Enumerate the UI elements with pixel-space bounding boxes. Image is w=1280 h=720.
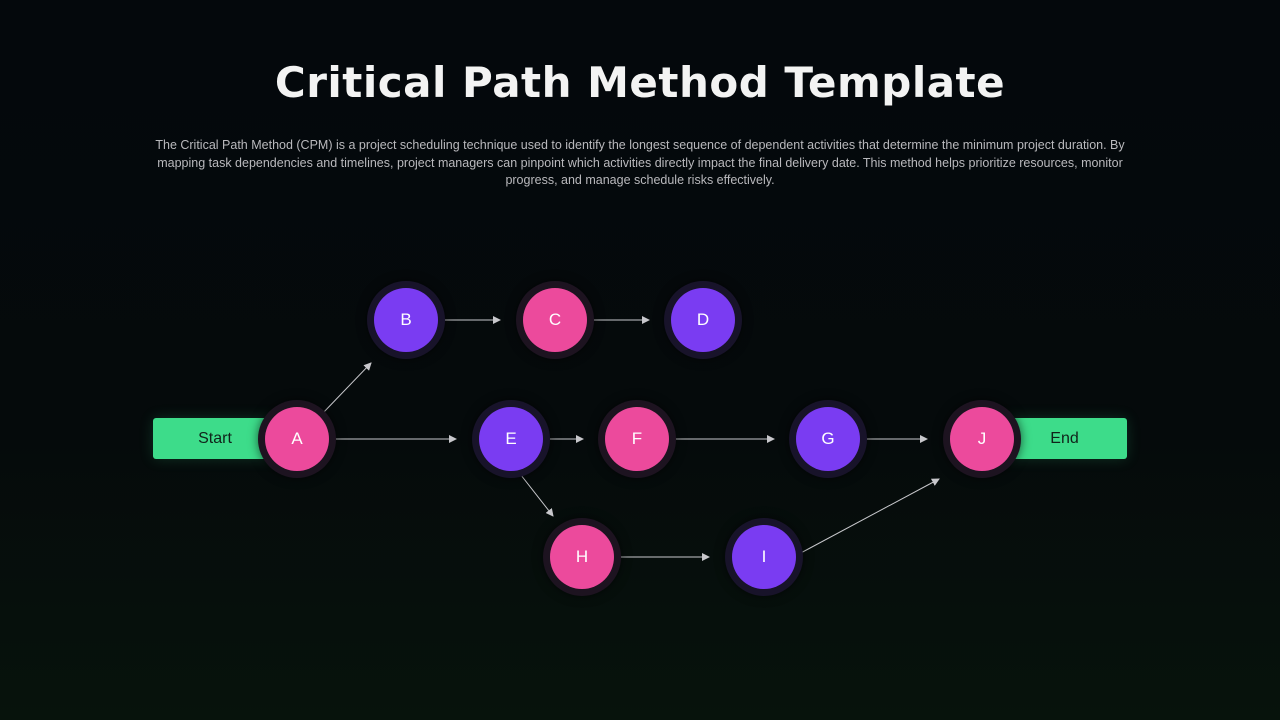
activity-node-i: I (725, 518, 803, 596)
activity-node-f: F (598, 400, 676, 478)
activity-node-g-label: G (796, 407, 860, 471)
arrow-i-j (796, 478, 940, 556)
activity-node-j: J (943, 400, 1021, 478)
description-text: The Critical Path Method (CPM) is a proj… (155, 138, 1125, 188)
arrow-a-b (321, 362, 372, 415)
activity-node-b-label: B (374, 288, 438, 352)
activity-node-h-label: H (550, 525, 614, 589)
activity-node-f-label: F (605, 407, 669, 471)
activity-node-e: E (472, 400, 550, 478)
end-label: End (1050, 430, 1079, 447)
activity-node-b: B (367, 281, 445, 359)
activity-node-a-label: A (265, 407, 329, 471)
activity-node-c: C (516, 281, 594, 359)
activity-node-c-label: C (523, 288, 587, 352)
arrow-e-h (516, 469, 554, 517)
activity-node-h: H (543, 518, 621, 596)
activity-node-e-label: E (479, 407, 543, 471)
activity-node-j-label: J (950, 407, 1014, 471)
activity-node-i-label: I (732, 525, 796, 589)
activity-node-d: D (664, 281, 742, 359)
activity-node-a: A (258, 400, 336, 478)
activity-node-g: G (789, 400, 867, 478)
start-label: Start (198, 430, 232, 447)
page-title: Critical Path Method Template (274, 58, 1006, 107)
activity-node-d-label: D (671, 288, 735, 352)
